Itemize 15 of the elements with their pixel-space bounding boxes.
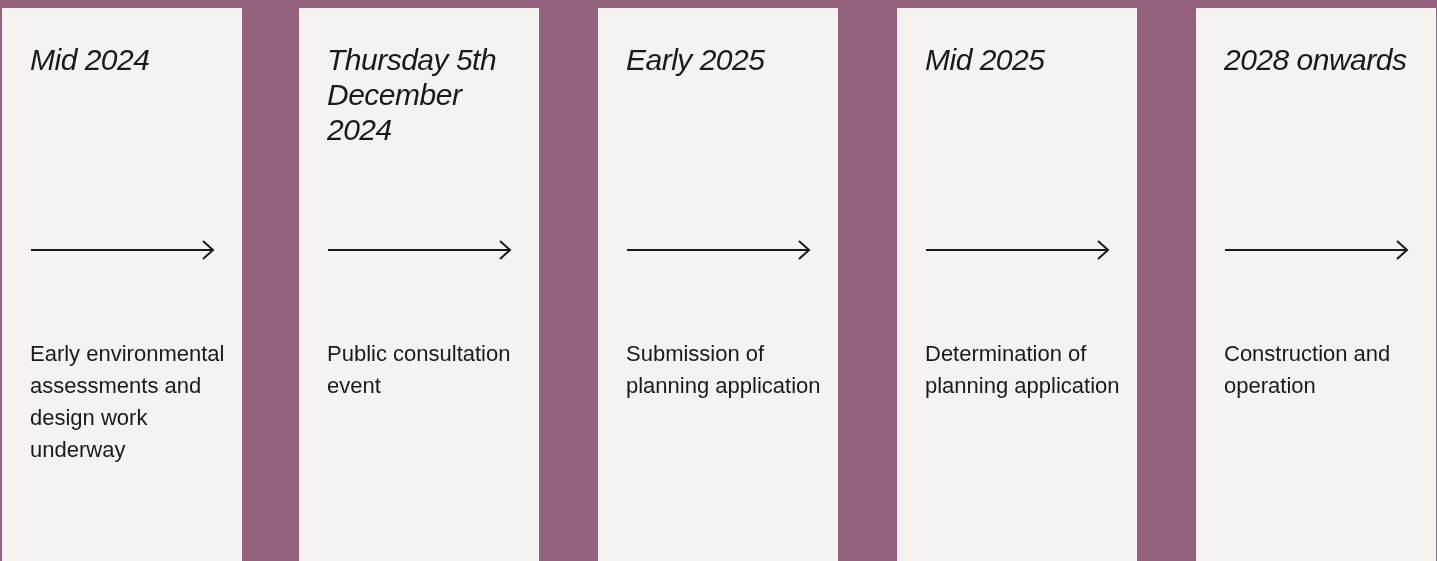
timeline-card xyxy=(598,8,838,561)
timeline-card xyxy=(299,8,539,561)
date-heading: Early 2025 xyxy=(626,42,766,77)
timeline-card xyxy=(1196,8,1436,561)
milestone-description: Determination of planning application xyxy=(925,340,1121,400)
milestone-description: Submission of planning application xyxy=(626,340,822,400)
date-heading: Mid 2025 xyxy=(925,42,1046,77)
milestone-description: Construction and operation xyxy=(1224,340,1392,400)
timeline-card xyxy=(897,8,1137,561)
date-heading: Thursday 5th December 2024 xyxy=(327,42,498,147)
date-heading: Mid 2024 xyxy=(30,42,151,77)
milestone-description: Early environmental assessments and design work underway xyxy=(30,340,226,464)
date-heading: 2028 onwards xyxy=(1224,42,1408,77)
milestone-description: Public consultation event xyxy=(327,340,512,400)
timeline-card xyxy=(2,8,242,561)
